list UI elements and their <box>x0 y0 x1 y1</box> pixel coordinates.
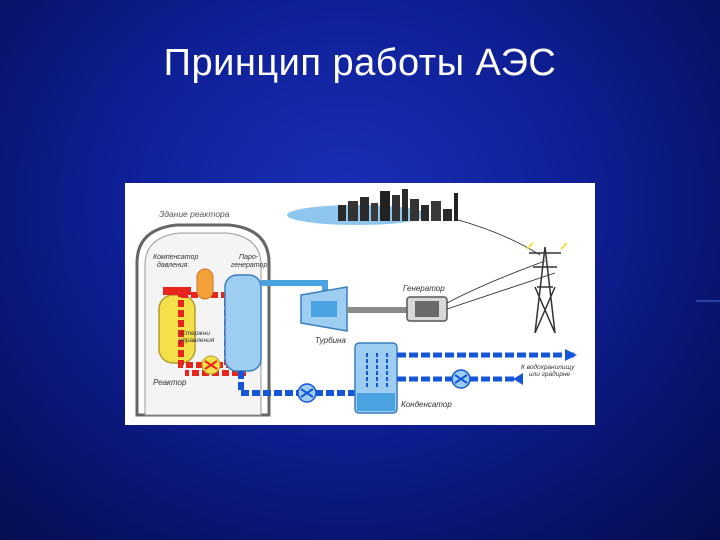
power-lines <box>446 218 568 334</box>
cooling-loop <box>397 349 577 389</box>
npp-diagram-svg: Здание реактора Компенсатор давления Сте… <box>135 189 577 417</box>
label-control-rods-2: управления <box>178 337 215 344</box>
turbine <box>300 286 407 332</box>
label-to-reservoir-2: или градирне <box>529 370 571 378</box>
generator <box>406 296 448 322</box>
label-compensator-2: давления <box>157 261 188 269</box>
condenser <box>354 342 398 414</box>
npp-diagram: Здание реактора Компенсатор давления Сте… <box>125 183 595 425</box>
label-steam-generator-2: генератор <box>231 262 267 269</box>
label-reactor: Реактор <box>153 378 187 387</box>
slide-title: Принцип работы АЭС <box>163 42 557 84</box>
label-control-rods-1: Стержни <box>181 330 210 337</box>
label-building: Здание реактора <box>159 209 230 219</box>
label-turbine: Турбина <box>315 336 346 345</box>
decorative-line <box>696 300 720 302</box>
steam-generator <box>224 274 262 372</box>
label-compensator-1: Компенсатор <box>153 254 198 261</box>
label-steam-generator-1: Паро- <box>239 254 259 261</box>
label-to-reservoir-1: К водохранилищу <box>521 363 575 371</box>
label-condenser: Конденсатор <box>401 400 452 409</box>
city-skyline <box>287 189 458 225</box>
label-generator: Генератор <box>403 284 445 293</box>
